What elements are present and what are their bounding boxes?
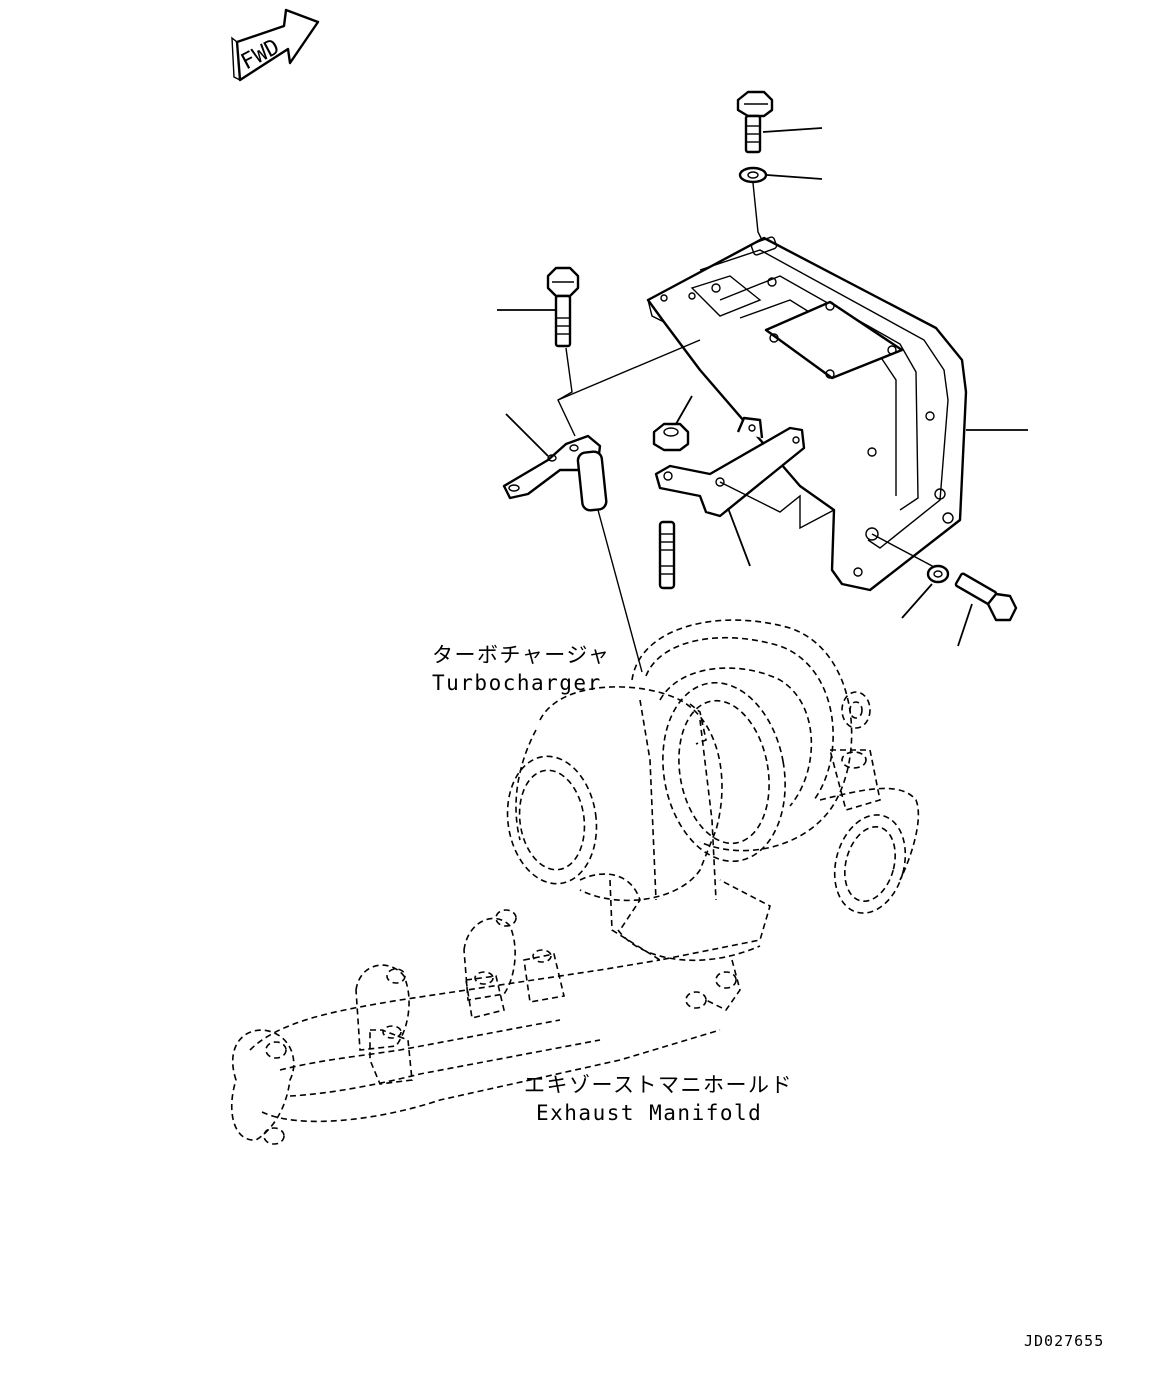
lever-bracket xyxy=(502,434,608,512)
turbo-support-bracket xyxy=(646,236,968,592)
leader-nut xyxy=(675,395,693,425)
assembly-line-down xyxy=(597,509,643,673)
turbocharger-label-en: Turbocharger xyxy=(432,671,602,695)
assembly-line-link xyxy=(557,339,701,401)
right-bolt xyxy=(954,572,1018,622)
leader-lever xyxy=(505,413,549,457)
stud xyxy=(658,520,676,590)
exhaust-manifold xyxy=(230,873,721,1145)
turbocharger xyxy=(506,619,920,1012)
top-washer xyxy=(738,166,768,184)
assembly-line-bolt xyxy=(557,347,576,437)
sub-bracket xyxy=(654,416,835,530)
leader-top-washer xyxy=(766,174,823,180)
manifold-label-jp: エキゾーストマニホールド xyxy=(524,1073,793,1097)
drawing-code: JD027655 xyxy=(1024,1332,1104,1350)
assembly-line-right xyxy=(871,533,937,569)
leader-right-washer xyxy=(901,583,933,619)
leader-right-bolt xyxy=(957,603,973,647)
long-bolt xyxy=(546,266,580,348)
top-bolt xyxy=(736,90,774,154)
manifold-label-en: Exhaust Manifold xyxy=(536,1101,762,1125)
nut xyxy=(652,422,690,452)
leader-top-bolt xyxy=(762,127,823,133)
right-washer xyxy=(926,564,950,584)
turbocharger-label-jp: ターボチャージャ xyxy=(432,643,610,667)
fwd-arrow: FWD xyxy=(231,8,320,82)
leader-sub-bracket xyxy=(727,507,751,567)
